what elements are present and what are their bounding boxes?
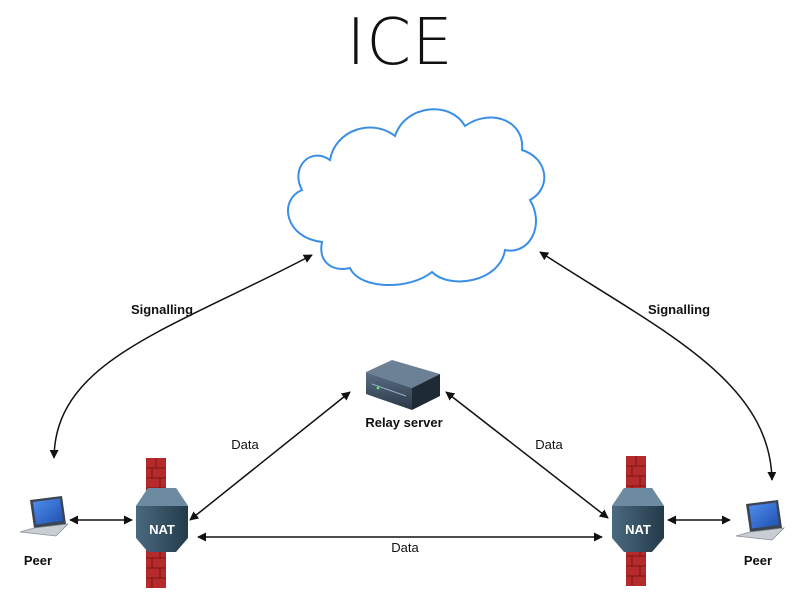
laptop-right-icon: [735, 500, 786, 541]
relay-server-label: Relay server: [365, 415, 442, 430]
data-bottom-label: Data: [391, 540, 419, 555]
data-arrow-left: [189, 391, 351, 521]
signalling-arrow-right: [539, 251, 777, 481]
relay-server-icon: [366, 360, 440, 410]
signalling-arrow-left: [49, 254, 313, 459]
data-arrow-right: [445, 391, 609, 519]
data-left-label: Data: [231, 437, 259, 452]
peer-left-label: Peer: [24, 553, 52, 568]
nat-left-icon: NAT: [136, 488, 188, 552]
signalling-right-label: Signalling: [648, 302, 710, 317]
data-right-label: Data: [535, 437, 563, 452]
nat-right-icon: NAT: [612, 488, 664, 552]
diagram-title: ICE: [346, 6, 454, 80]
nat-right-label: NAT: [625, 522, 651, 537]
peer-right-label: Peer: [744, 553, 772, 568]
signalling-cloud: [287, 108, 546, 287]
signalling-left-label: Signalling: [131, 302, 193, 317]
laptop-left-icon: [19, 496, 70, 537]
nat-left-label: NAT: [149, 522, 175, 537]
